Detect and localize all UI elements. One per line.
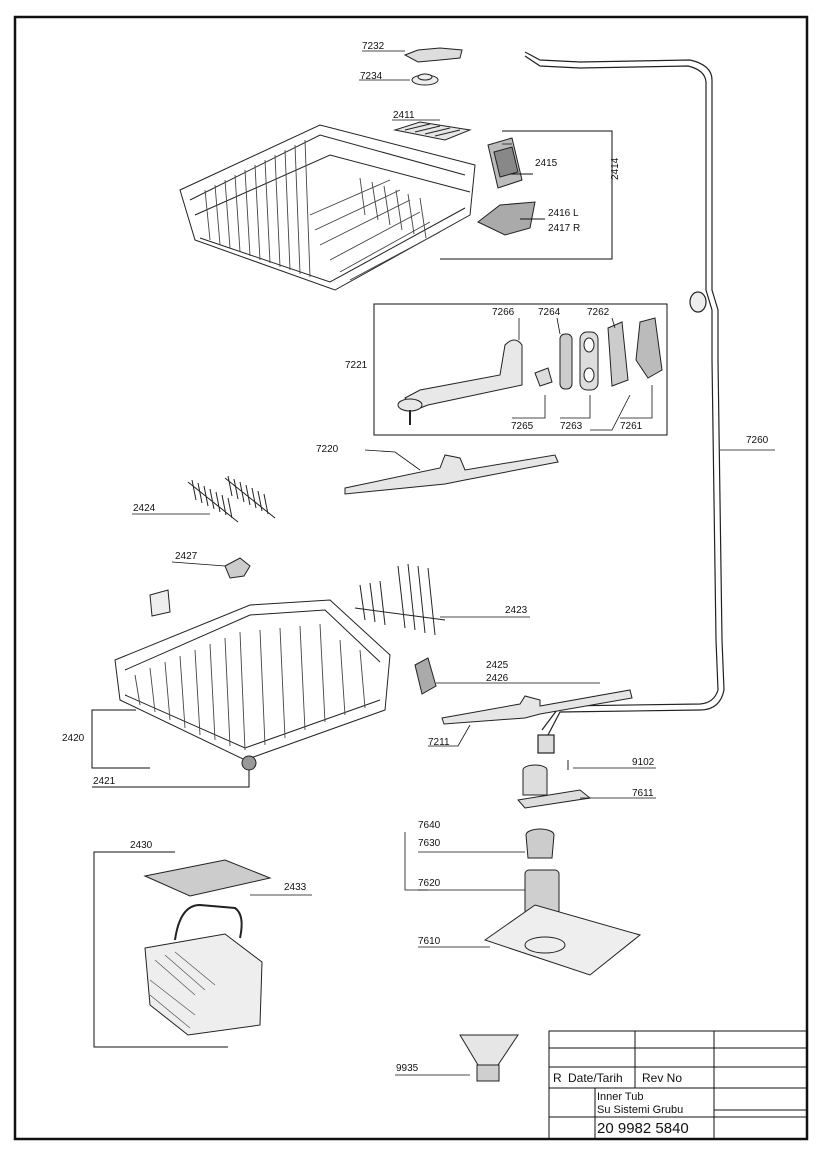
label-2426: 2426 — [486, 673, 509, 684]
label-7265: 7265 — [511, 421, 534, 432]
title-block-rev-label: Rev No — [642, 1071, 683, 1085]
part-7211-illustration — [441, 689, 633, 725]
part-7232-illustration — [403, 47, 463, 63]
part-7265-illustration — [534, 367, 553, 387]
box-7221-leaders — [512, 317, 653, 431]
label-7611: 7611 — [632, 788, 654, 799]
title-block-title-line2: Su Sistemi Grubu — [597, 1104, 684, 1116]
lower-rack-illustration — [114, 589, 391, 761]
part-2423-illustration — [354, 563, 446, 636]
label-7620: 7620 — [418, 878, 441, 889]
cutlery-basket-illustration — [144, 903, 263, 1036]
part-7630-illustration — [525, 828, 555, 859]
part-7263-illustration — [579, 331, 599, 391]
box-7221 — [373, 303, 668, 436]
drawing-frame — [13, 15, 809, 1141]
bracket-2414 — [440, 130, 613, 260]
leader-lines — [132, 50, 656, 1076]
label-7261: 7261 — [620, 421, 643, 432]
title-block-date-label: Date/Tarih — [568, 1071, 623, 1085]
label-9935: 9935 — [396, 1063, 419, 1074]
label-2424: 2424 — [133, 503, 156, 514]
bracket-2430 — [93, 851, 228, 1048]
label-7610: 7610 — [418, 936, 441, 947]
label-7262: 7262 — [587, 307, 610, 318]
part-2415-illustration — [487, 137, 523, 189]
part-7261-illustration — [635, 317, 663, 379]
part-2416-2417-illustration — [477, 201, 536, 236]
upper-rack-illustration — [179, 124, 476, 291]
label-2425: 2425 — [486, 660, 509, 671]
label-7264: 7264 — [538, 307, 561, 318]
part-2427-illustration — [224, 557, 251, 579]
label-9102: 9102 — [632, 757, 655, 768]
label-7640: 7640 — [418, 820, 441, 831]
label-7630: 7630 — [418, 838, 441, 849]
label-2420: 2420 — [62, 733, 85, 744]
title-block — [548, 1030, 808, 1140]
label-7220: 7220 — [316, 444, 339, 455]
part-2411-illustration — [393, 121, 472, 141]
label-2416: 2416 L — [548, 208, 579, 219]
title-block-r-label: R — [553, 1071, 562, 1085]
label-7221: 7221 — [345, 360, 368, 371]
label-7211: 7211 — [428, 737, 450, 748]
label-7266: 7266 — [492, 307, 515, 318]
label-7234: 7234 — [360, 71, 383, 82]
part-2424-illustration — [187, 475, 276, 523]
bracket-2420 — [91, 709, 250, 788]
label-2433: 2433 — [284, 882, 307, 893]
part-7264-illustration — [559, 333, 573, 390]
label-2414: 2414 — [610, 157, 621, 180]
label-2417: 2417 R — [548, 223, 581, 234]
part-7220-illustration — [344, 454, 559, 495]
label-2411: 2411 — [393, 110, 415, 121]
label-2430: 2430 — [130, 840, 153, 851]
part-7234-illustration — [411, 73, 439, 86]
label-7232: 7232 — [362, 41, 385, 52]
part-7262-illustration — [607, 321, 629, 387]
part-7610-illustration — [483, 904, 642, 976]
part-7611-illustration — [517, 764, 592, 809]
part-7266-illustration — [397, 339, 523, 425]
label-2427: 2427 — [175, 551, 198, 562]
label-2423: 2423 — [505, 605, 528, 616]
part-9935-illustration — [459, 1034, 519, 1082]
label-7260: 7260 — [746, 435, 769, 446]
part-2421-illustration — [241, 755, 257, 771]
title-block-title-line1: Inner Tub — [597, 1091, 644, 1103]
part-2433-illustration — [143, 859, 272, 897]
part-2425-2426-illustration — [414, 657, 437, 695]
part-7260-illustration — [524, 51, 725, 754]
title-block-drawing-number: 20 9982 5840 — [597, 1120, 689, 1137]
label-2415: 2415 — [535, 158, 558, 169]
label-2421: 2421 — [93, 776, 116, 787]
label-7263: 7263 — [560, 421, 583, 432]
